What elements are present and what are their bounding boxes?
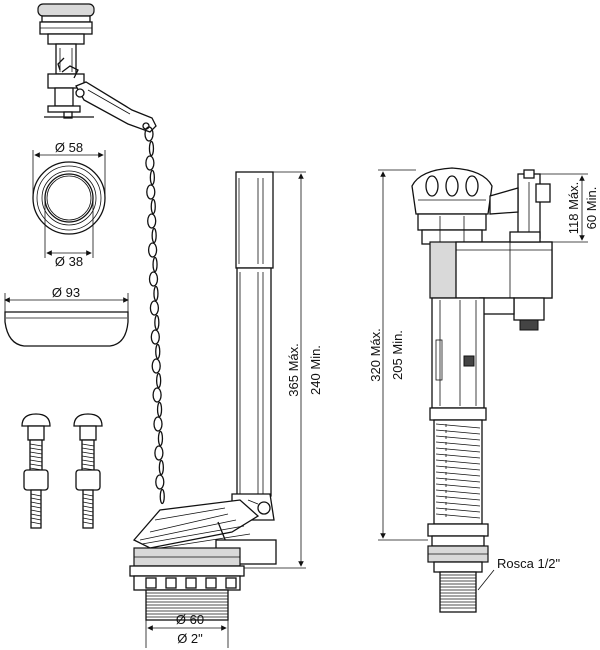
fill-top-min-label: 60 Min. [584,187,599,230]
thread-label: Rosca 1/2" [497,556,561,571]
chain [144,126,165,505]
flush-height-max-label: 365 Máx. [286,343,301,396]
fill-top-max-label: 118 Máx. [566,182,581,235]
cover-plate [4,293,129,347]
fill-valve [378,167,588,613]
fixing-screw-right [73,413,103,529]
button-inner-diameter-label: Ø 38 [55,254,83,269]
button-outer-diameter-label: Ø 58 [55,140,83,155]
fixing-screw-left [21,413,51,529]
base-diameter-mm-label: Ø 60 [176,612,204,627]
screw-threads [29,443,95,525]
flush-valve [129,171,306,648]
push-button-assembly [37,3,157,133]
button-ring [32,150,106,258]
base-diameter-in-label: Ø 2" [177,631,203,646]
fill-height-min-label: 205 Min. [390,330,405,380]
fill-height-max-label: 320 Máx. [368,328,383,381]
flush-height-min-label: 240 Min. [308,345,323,395]
plate-diameter-label: Ø 93 [52,285,80,300]
